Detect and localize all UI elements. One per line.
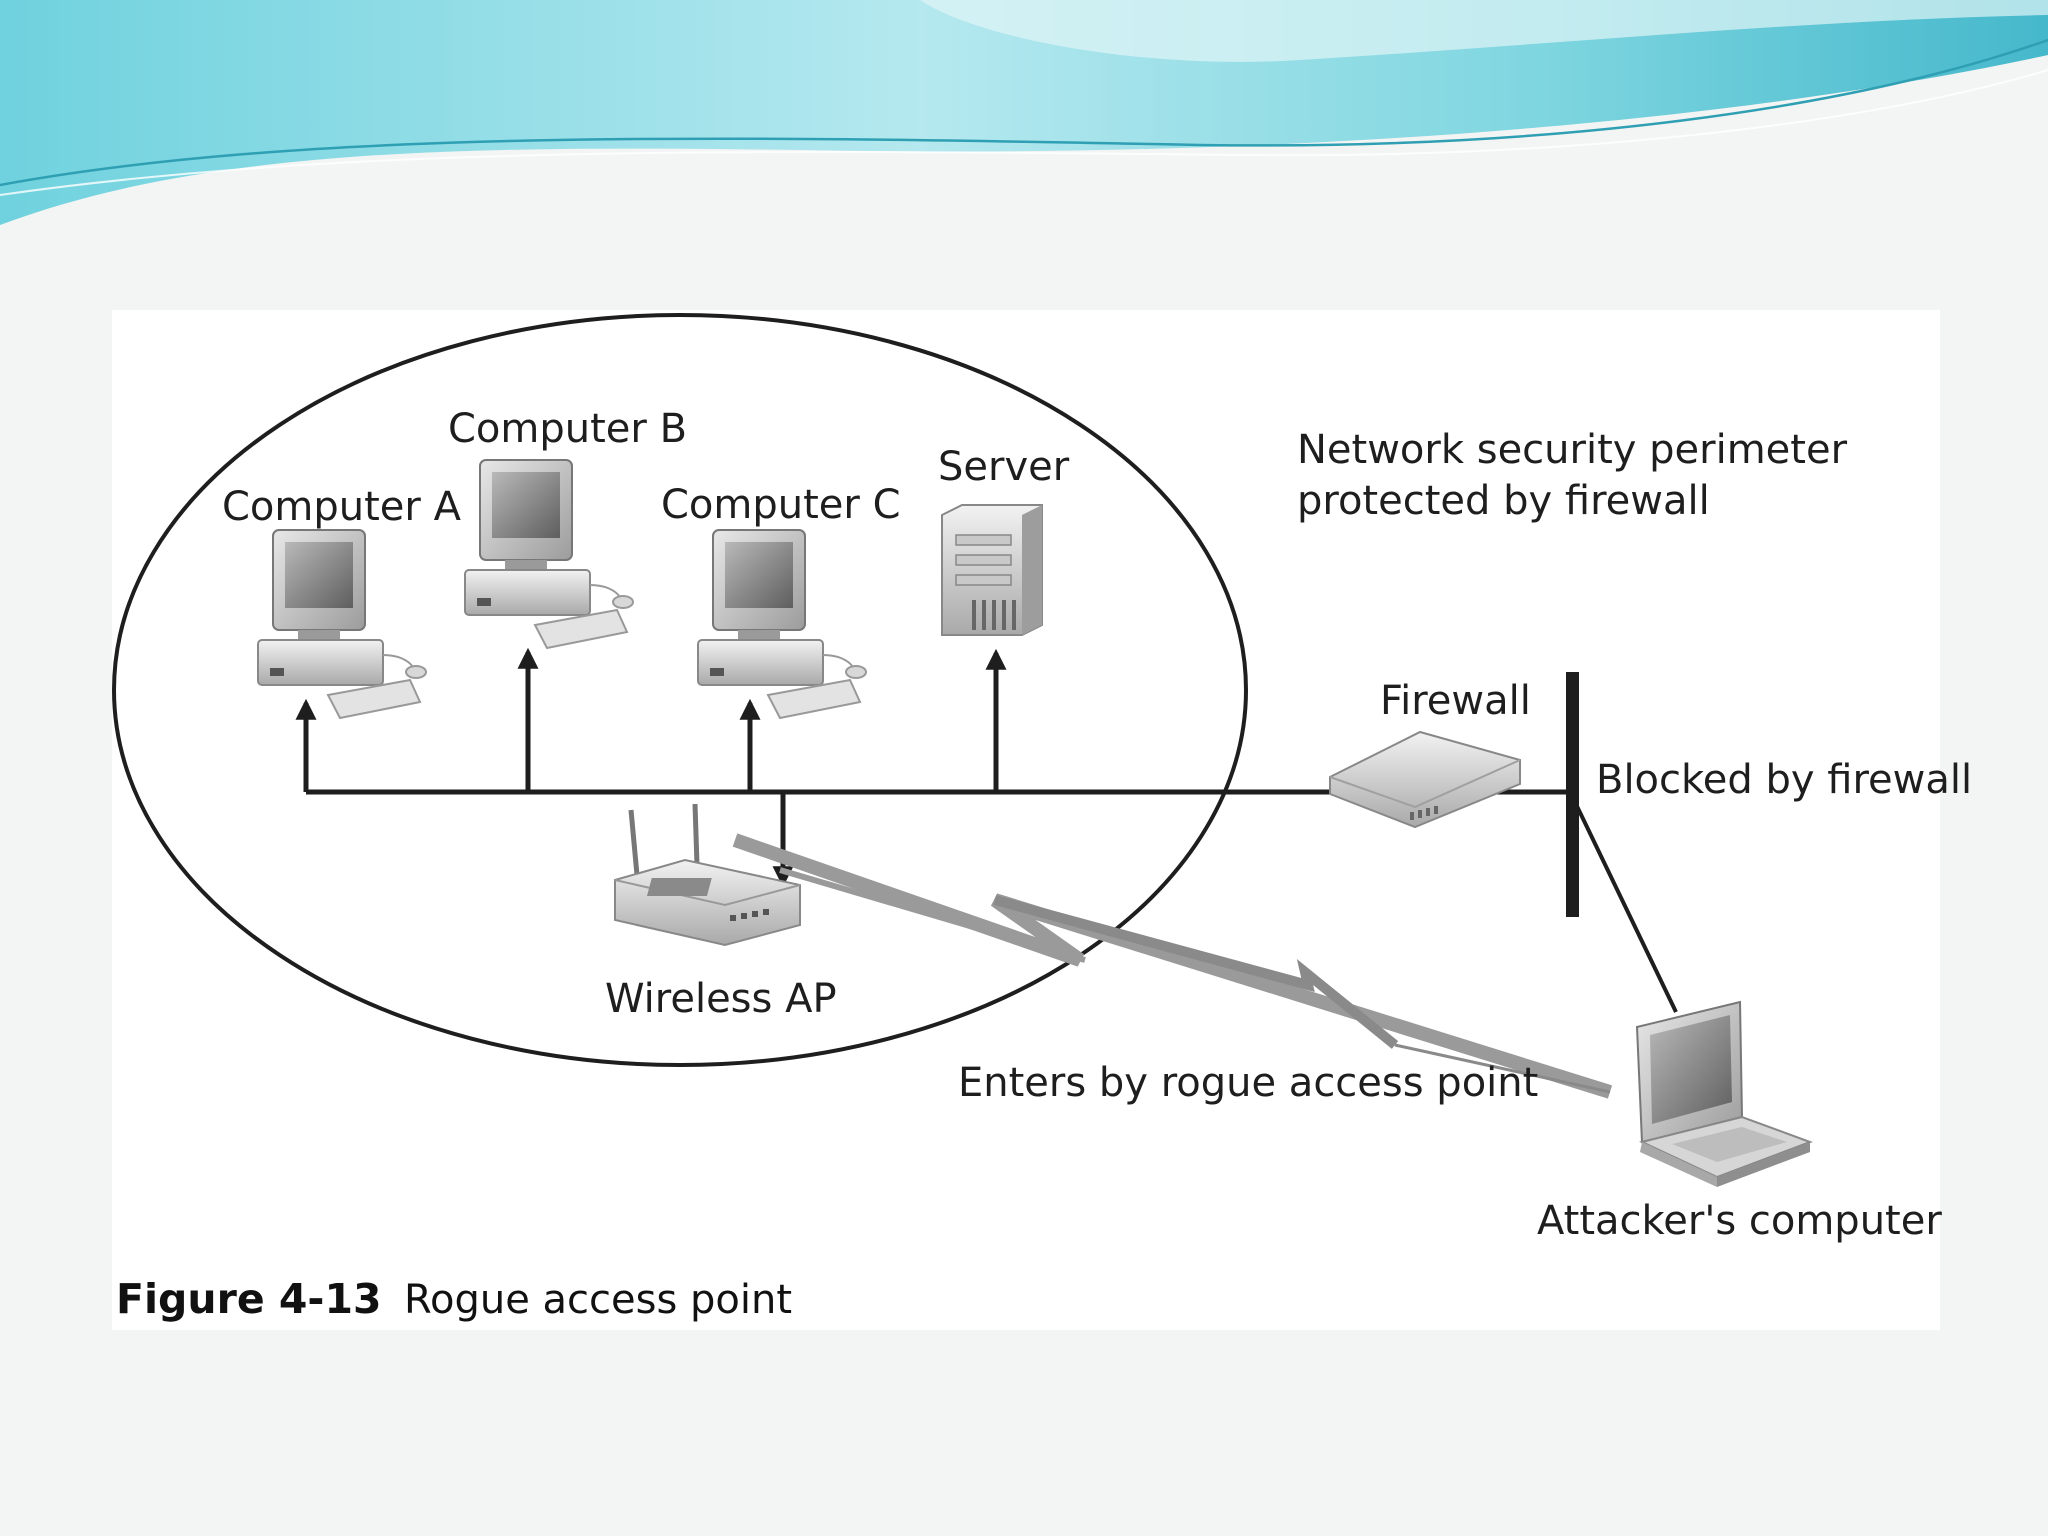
figure-title: Rogue access point xyxy=(404,1277,792,1323)
computer-b-icon xyxy=(464,459,634,650)
label-firewall: Firewall xyxy=(1380,678,1531,724)
security-perimeter xyxy=(112,313,1248,1067)
label-computer-c: Computer C xyxy=(661,482,901,528)
server-icon xyxy=(941,504,1043,636)
perimeter-note-line-1: Network security perimeter xyxy=(1297,427,1848,473)
firewall-icon xyxy=(1329,730,1521,829)
label-wireless-ap: Wireless AP xyxy=(605,976,837,1022)
header-banner xyxy=(0,0,2048,225)
rogue-entry-note: Enters by rogue access point xyxy=(958,1060,1538,1106)
figure-panel xyxy=(112,310,1940,1330)
label-attacker: Attacker's computer xyxy=(1537,1198,1942,1244)
attacker-laptop-icon xyxy=(1635,1000,1813,1187)
wireless-ap-icon xyxy=(614,803,801,947)
rogue-wireless-link xyxy=(732,833,1613,1099)
attacker-to-firewall-line xyxy=(1572,799,1678,1013)
computer-c-icon xyxy=(697,529,867,720)
perimeter-note-line-2: protected by firewall xyxy=(1297,478,1710,524)
label-computer-b: Computer B xyxy=(448,406,687,452)
computer-a-icon xyxy=(257,529,427,720)
label-server: Server xyxy=(938,444,1070,490)
blocked-note: Blocked by firewall xyxy=(1596,757,1972,803)
figure-number: Figure 4-13 xyxy=(116,1275,382,1323)
label-computer-a: Computer A xyxy=(222,484,462,530)
firewall-barrier xyxy=(1566,672,1579,917)
